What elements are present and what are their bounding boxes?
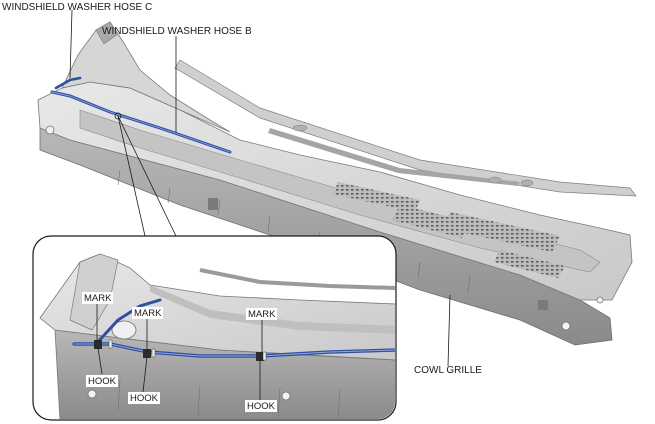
hook-label-2: HOOK <box>130 393 159 404</box>
label-cowl-grille: COWL GRILLE <box>414 365 482 376</box>
washer-hose-detail-branch <box>94 298 162 346</box>
vent-grille-4 <box>494 250 565 278</box>
zoom-leader-left <box>117 115 146 237</box>
mark-label-2: MARK <box>134 308 162 319</box>
hook-label-3: HOOK <box>247 401 276 412</box>
label-washer-hose-b: WINDSHIELD WASHER HOSE B <box>102 26 252 37</box>
zoom-leader-right <box>117 115 177 237</box>
hook-clip-3 <box>256 352 264 361</box>
vent-grille-1 <box>333 182 420 212</box>
detail-callout: MARK MARK MARK HOOK HOOK HOOK <box>32 235 397 421</box>
cowl-grille-part <box>37 21 637 346</box>
label-washer-hose-c: WINDSHIELD WASHER HOSE C <box>2 2 152 13</box>
mark-label-1: MARK <box>84 293 112 304</box>
washer-hose-c-branch <box>54 76 82 90</box>
vent-grille-3 <box>442 212 560 252</box>
mark-label-3: MARK <box>248 309 276 320</box>
hook-clip-1 <box>94 340 102 349</box>
hook-clip-2 <box>143 349 151 358</box>
hook-label-1: HOOK <box>88 376 117 387</box>
